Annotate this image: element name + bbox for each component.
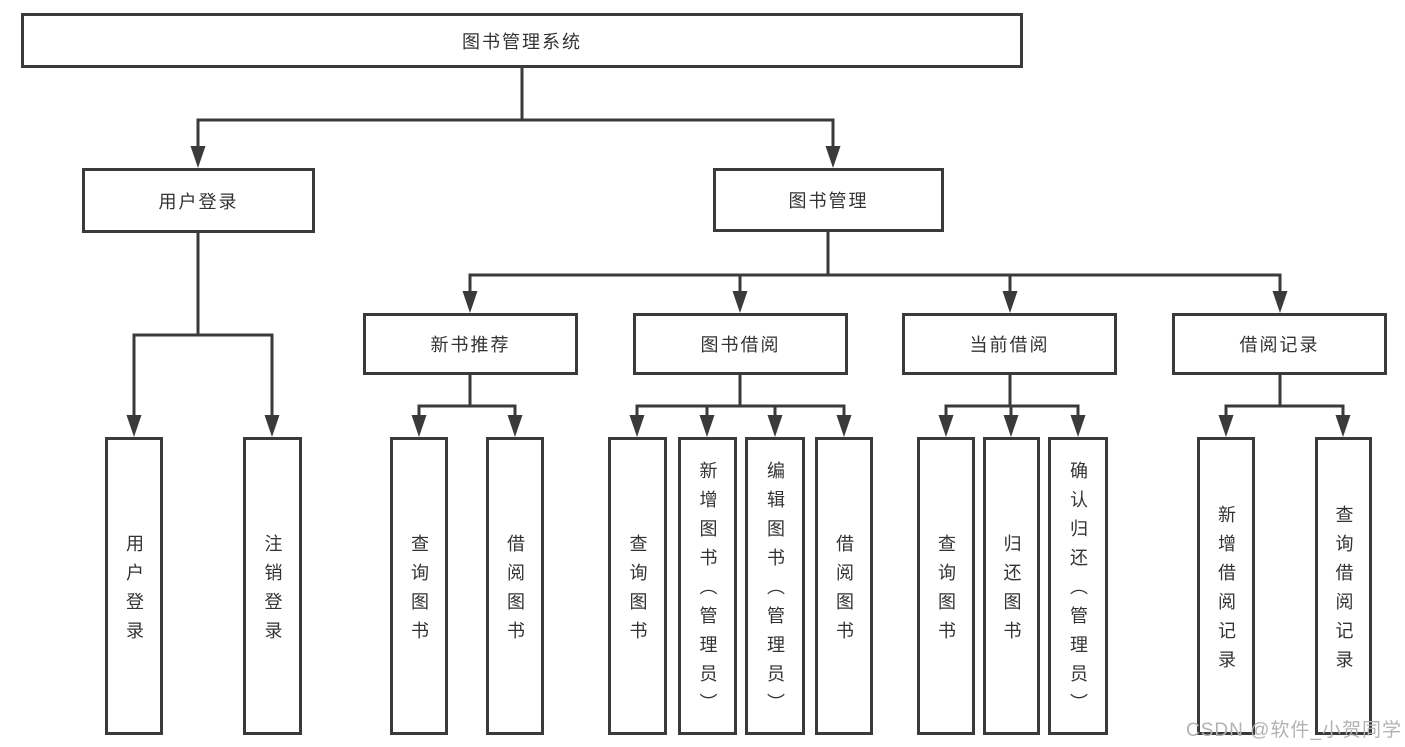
node-edit-books-admin: 编辑图书（管理员） — [745, 437, 805, 735]
watermark: CSDN @软件_小贺同学 — [1186, 720, 1402, 741]
node-label: 查询图书 — [409, 533, 429, 650]
node-label: 归还图书 — [1001, 533, 1022, 650]
connector-root — [196, 66, 835, 152]
node-add-books-admin: 新增图书（管理员） — [678, 437, 737, 735]
connector-current-borrowing — [944, 373, 1080, 421]
connector-book-management — [468, 230, 1282, 297]
node-book-management-system: 图书管理系统 — [21, 13, 1023, 68]
node-query-books-2: 查询图书 — [608, 437, 667, 735]
node-return-books: 归还图书 — [983, 437, 1040, 735]
node-label: 图书管理系统 — [462, 31, 582, 52]
connector-user-login — [132, 231, 274, 421]
node-label: 新增图书（管理员） — [697, 461, 718, 722]
node-label: 查询图书 — [936, 533, 956, 650]
node-label: 图书管理 — [788, 191, 869, 211]
node-add-borrow-record: 新增借阅记录 — [1197, 437, 1255, 735]
node-label: 图书借阅 — [700, 335, 781, 355]
node-current-borrowing: 当前借阅 — [902, 313, 1117, 375]
connector-new-books — [417, 373, 517, 421]
node-user-login: 用户登录 — [82, 168, 315, 233]
connector-borrow-records — [1224, 373, 1345, 421]
node-label: 注销登录 — [262, 533, 283, 650]
node-new-book-recommend: 新书推荐 — [363, 313, 578, 375]
node-label: 确认归还（管理员） — [1068, 461, 1088, 722]
node-query-books-1: 查询图书 — [390, 437, 448, 735]
connector-book-borrowing — [635, 373, 846, 421]
node-borrow-records: 借阅记录 — [1172, 313, 1387, 375]
node-label: 新书推荐 — [430, 335, 511, 355]
node-label: 借阅记录 — [1239, 335, 1320, 355]
node-label: 用户登录 — [158, 191, 239, 212]
node-user-login-leaf: 用户登录 — [105, 437, 163, 735]
node-label: 新增借阅记录 — [1216, 504, 1236, 679]
node-label: 当前借阅 — [969, 335, 1050, 355]
node-label: 借阅图书 — [505, 533, 525, 650]
node-label: 用户登录 — [124, 533, 144, 650]
node-book-management: 图书管理 — [713, 168, 944, 232]
node-query-borrow-record: 查询借阅记录 — [1315, 437, 1372, 735]
node-label: 借阅图书 — [834, 533, 854, 650]
node-book-borrowing: 图书借阅 — [633, 313, 848, 375]
node-confirm-return-admin: 确认归还（管理员） — [1048, 437, 1108, 735]
node-borrow-books-1: 借阅图书 — [486, 437, 544, 735]
node-label: 编辑图书（管理员） — [765, 461, 785, 722]
node-borrow-books-2: 借阅图书 — [815, 437, 873, 735]
node-logout: 注销登录 — [243, 437, 302, 735]
node-label: 查询图书 — [627, 533, 648, 650]
node-label: 查询借阅记录 — [1333, 504, 1354, 679]
node-query-books-3: 查询图书 — [917, 437, 975, 735]
